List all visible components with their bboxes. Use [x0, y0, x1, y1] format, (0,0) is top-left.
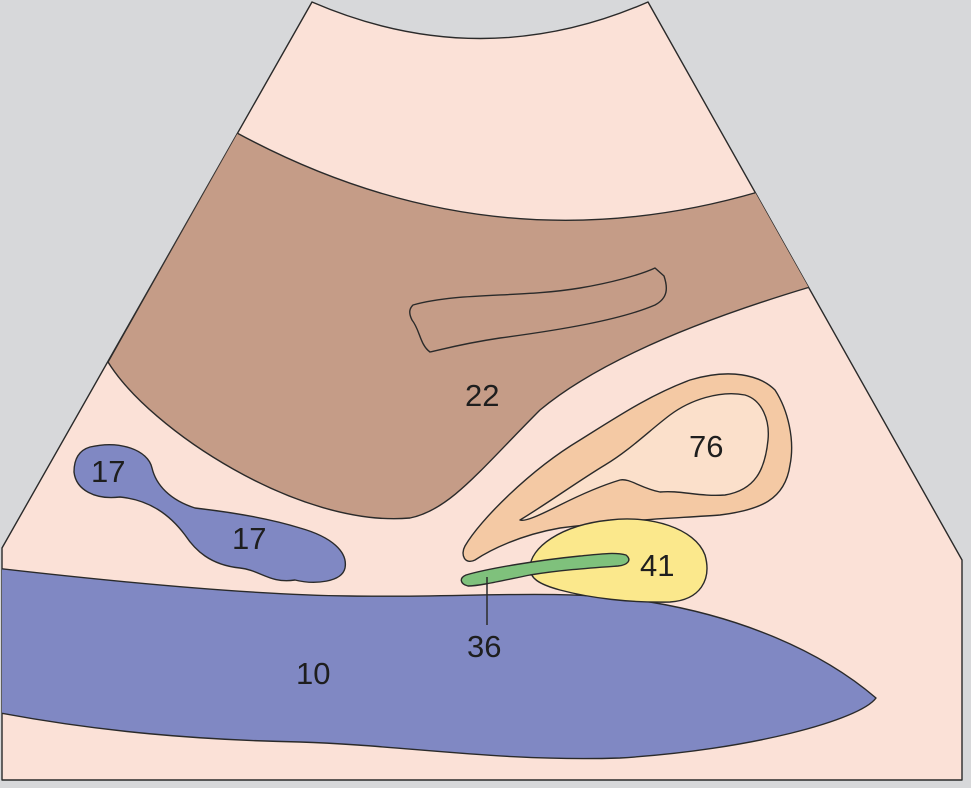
vein-upper-label: 17: [91, 454, 125, 489]
liver-vessel-outline: [409, 267, 668, 353]
duct-36: [460, 552, 630, 587]
liver-region: [107, 132, 811, 520]
large-vessel: [2, 567, 877, 760]
lesion-label: 76: [689, 429, 723, 464]
lesion-core: [519, 393, 769, 522]
gland-label: 41: [640, 548, 674, 583]
duct-label: 36: [467, 629, 501, 664]
vein-lower-label: 17: [232, 521, 266, 556]
large-vessel-label: 10: [296, 656, 330, 691]
vein-17: [73, 444, 346, 583]
liver-label: 22: [465, 378, 499, 413]
